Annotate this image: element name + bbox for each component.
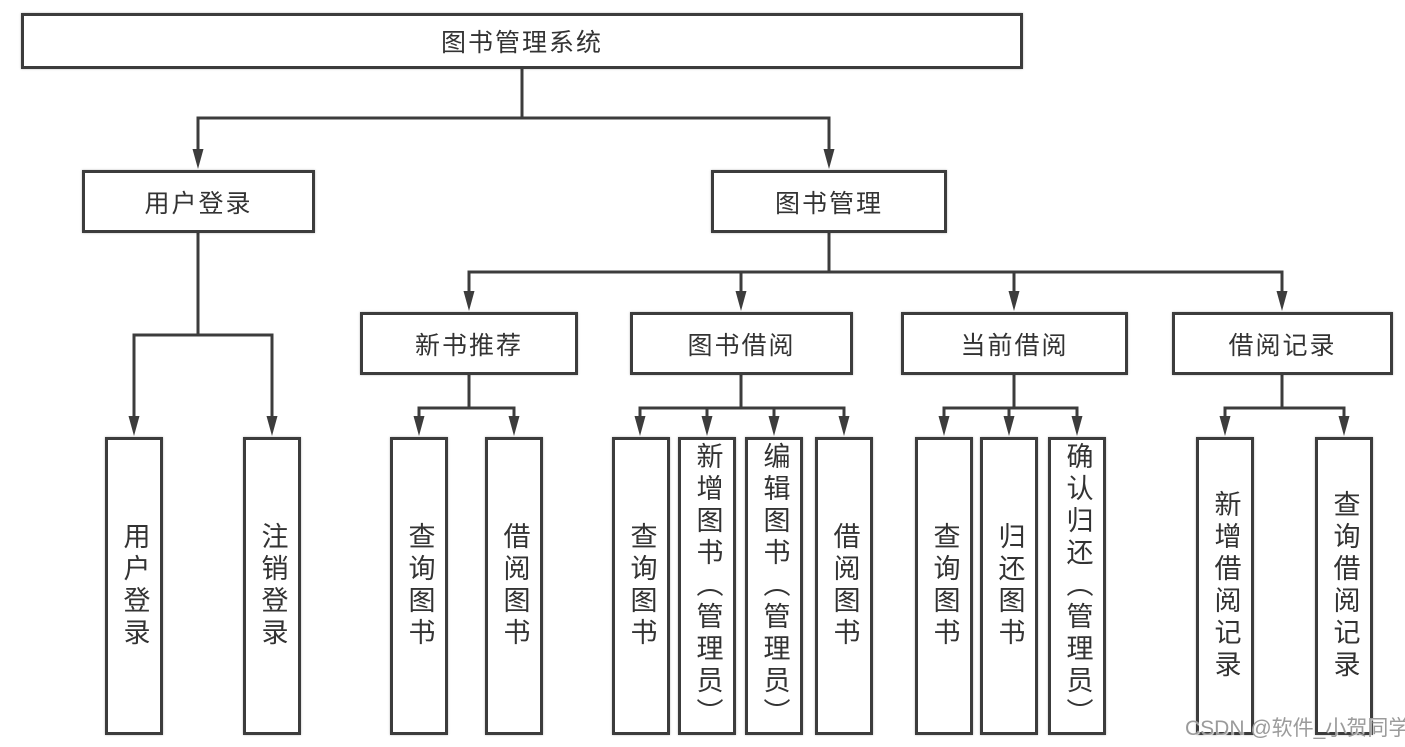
node-label: 用户登录 <box>144 189 253 218</box>
leaf-query-borrow-record: 查询借阅记录 <box>1315 437 1373 735</box>
node-label: 新增借阅记录 <box>1210 490 1241 682</box>
connector-user-login-to-leaves <box>128 229 278 436</box>
node-label: 新书推荐 <box>414 331 523 360</box>
node-label: 查询借阅记录 <box>1329 490 1360 682</box>
node-label: 确认归还（管理员） <box>1062 442 1093 730</box>
connector-borrowing-records-to-leaves <box>1219 371 1350 436</box>
node-label: 图书管理系统 <box>440 29 603 57</box>
leaf-add-borrow-record: 新增借阅记录 <box>1196 437 1254 735</box>
node-label: 借阅记录 <box>1228 331 1337 360</box>
leaf-logout: 注销登录 <box>243 437 301 735</box>
connector-root-to-level2 <box>192 64 835 169</box>
node-label: 编辑图书（管理员） <box>759 442 790 730</box>
node-label: 归还图书 <box>994 522 1025 650</box>
node-label: 借阅图书 <box>829 522 860 650</box>
csdn-watermark: CSDN @软件_小贺同学 <box>1185 717 1405 740</box>
leaf-edit-book-admin: 编辑图书（管理员） <box>745 437 803 735</box>
node-borrowing-records: 借阅记录 <box>1172 312 1393 375</box>
leaf-return-book: 归还图书 <box>980 437 1038 735</box>
node-book-management: 图书管理 <box>711 170 947 233</box>
leaf-query-book-current: 查询图书 <box>915 437 973 735</box>
node-label: 查询图书 <box>929 522 960 650</box>
node-label: 用户登录 <box>119 522 150 650</box>
node-label: 借阅图书 <box>499 522 530 650</box>
node-user-login: 用户登录 <box>82 170 315 233</box>
node-current-borrowing: 当前借阅 <box>901 312 1128 375</box>
node-book-borrowing: 图书借阅 <box>630 312 853 375</box>
node-root-book-management-system: 图书管理系统 <box>21 13 1023 69</box>
connector-current-borrowing-to-leaves <box>938 371 1083 436</box>
node-label: 图书借阅 <box>687 331 796 360</box>
node-label: 新增图书（管理员） <box>692 442 723 730</box>
leaf-query-book-recommend: 查询图书 <box>390 437 448 735</box>
connector-book-management-to-level3 <box>463 229 1288 311</box>
leaf-borrow-book: 借阅图书 <box>815 437 873 735</box>
leaf-borrow-book-recommend: 借阅图书 <box>485 437 543 735</box>
node-label: 注销登录 <box>257 522 288 650</box>
connector-book-borrowing-to-leaves <box>634 371 850 436</box>
node-label: 当前借阅 <box>960 331 1069 360</box>
node-label: 查询图书 <box>626 522 657 650</box>
connector-new-book-recommend-to-leaves <box>413 371 520 436</box>
node-label: 图书管理 <box>774 189 883 218</box>
leaf-query-book-borrowing: 查询图书 <box>612 437 670 735</box>
node-new-book-recommend: 新书推荐 <box>360 312 578 375</box>
leaf-add-book-admin: 新增图书（管理员） <box>678 437 736 735</box>
leaf-confirm-return-admin: 确认归还（管理员） <box>1048 437 1106 735</box>
node-label: 查询图书 <box>404 522 435 650</box>
leaf-user-login: 用户登录 <box>105 437 163 735</box>
